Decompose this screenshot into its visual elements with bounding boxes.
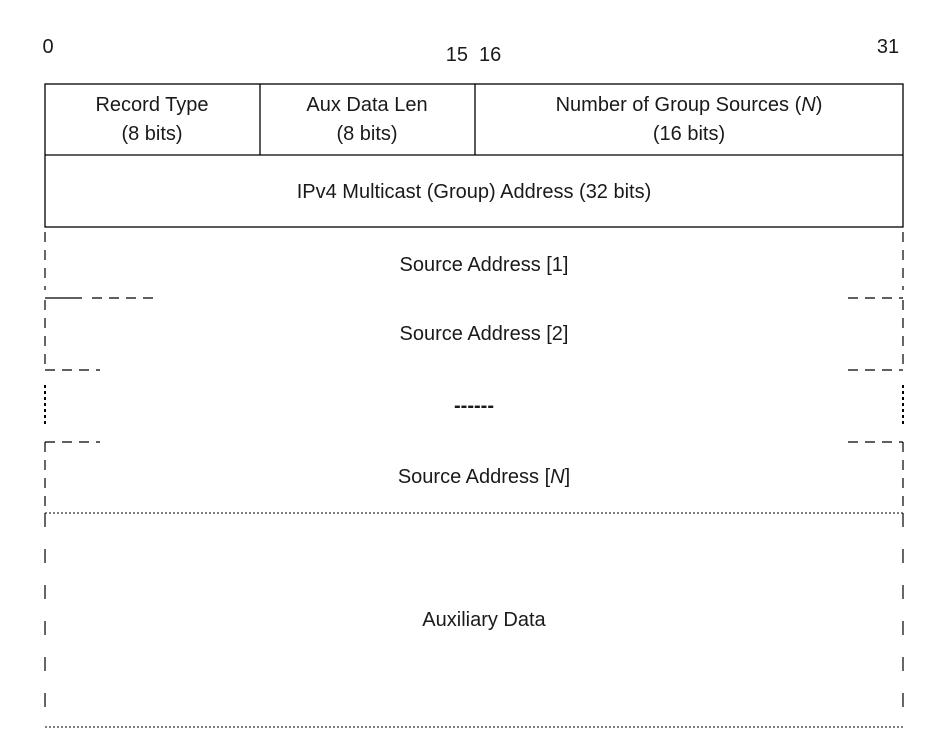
number-of-sources-name: Number of Group Sources (N) (556, 94, 823, 116)
field-aux-data-len: Aux Data Len (8 bits) (306, 94, 427, 145)
bit-label-31: 31 (877, 36, 899, 58)
source-address-n-variable: N (550, 466, 565, 488)
auxiliary-data-outline (44, 512, 904, 728)
source-list-ellipsis: ------ (454, 395, 494, 417)
source-address-list-outline (44, 232, 904, 512)
field-number-of-sources: Number of Group Sources (N) (16 bits) (556, 94, 823, 145)
field-multicast-address: IPv4 Multicast (Group) Address (32 bits) (297, 181, 652, 203)
source-address-n-text: Source Address [ (398, 466, 551, 488)
bit-ruler: 0 15 16 31 (42, 36, 899, 66)
bit-label-16: 16 (479, 44, 501, 66)
bit-label-15: 15 (446, 44, 468, 66)
number-of-sources-variable: N (801, 94, 816, 116)
number-of-sources-text: Number of Group Sources ( (556, 94, 802, 116)
record-type-name: Record Type (95, 94, 208, 116)
aux-data-len-size: (8 bits) (336, 123, 397, 145)
number-of-sources-suffix: ) (816, 94, 823, 116)
number-of-sources-size: (16 bits) (653, 123, 725, 145)
field-source-address-1: Source Address [1] (400, 254, 569, 276)
bit-label-0: 0 (42, 36, 53, 58)
field-auxiliary-data: Auxiliary Data (422, 609, 546, 631)
aux-data-len-name: Aux Data Len (306, 94, 427, 116)
field-source-address-n: Source Address [N] (398, 466, 570, 488)
record-type-size: (8 bits) (121, 123, 182, 145)
source-address-n-suffix: ] (565, 466, 571, 488)
field-record-type: Record Type (8 bits) (95, 94, 208, 145)
header-row (44, 83, 904, 228)
field-source-address-2: Source Address [2] (400, 323, 569, 345)
